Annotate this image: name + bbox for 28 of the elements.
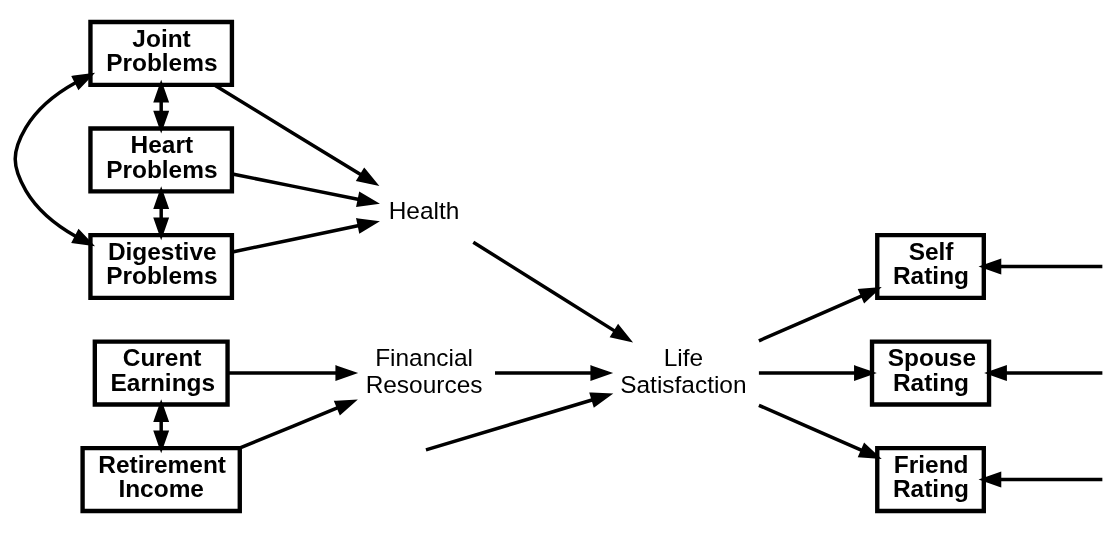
node-box: Curent Earnings bbox=[92, 339, 230, 407]
arrow bbox=[13, 72, 96, 247]
arrow bbox=[227, 365, 359, 381]
arrow bbox=[984, 365, 1103, 381]
arrow bbox=[153, 186, 170, 241]
arrow bbox=[425, 392, 614, 452]
node-text: Financial Resources bbox=[365, 344, 483, 398]
node-text: Life Satisfaction bbox=[620, 344, 747, 398]
arrow bbox=[978, 258, 1103, 275]
arrow bbox=[758, 403, 882, 459]
node-box: Spouse Rating bbox=[869, 339, 992, 407]
node-text: Health bbox=[388, 196, 460, 224]
node-box: Friend Rating bbox=[875, 445, 986, 514]
node-box: Heart Problems bbox=[88, 126, 235, 194]
arrow bbox=[232, 218, 380, 254]
arrow bbox=[239, 399, 358, 450]
node-box: Retirement Income bbox=[80, 445, 242, 514]
node-box: Joint Problems bbox=[88, 19, 235, 88]
arrow bbox=[153, 79, 170, 134]
arrow bbox=[472, 240, 634, 343]
arrow bbox=[153, 399, 170, 454]
arrow bbox=[495, 365, 614, 381]
arrow bbox=[232, 172, 380, 208]
arrow bbox=[978, 471, 1103, 488]
arrow bbox=[758, 287, 882, 343]
arrow bbox=[758, 365, 877, 381]
node-box: Self Rating bbox=[875, 232, 986, 301]
node-box: Digestive Problems bbox=[88, 232, 235, 301]
